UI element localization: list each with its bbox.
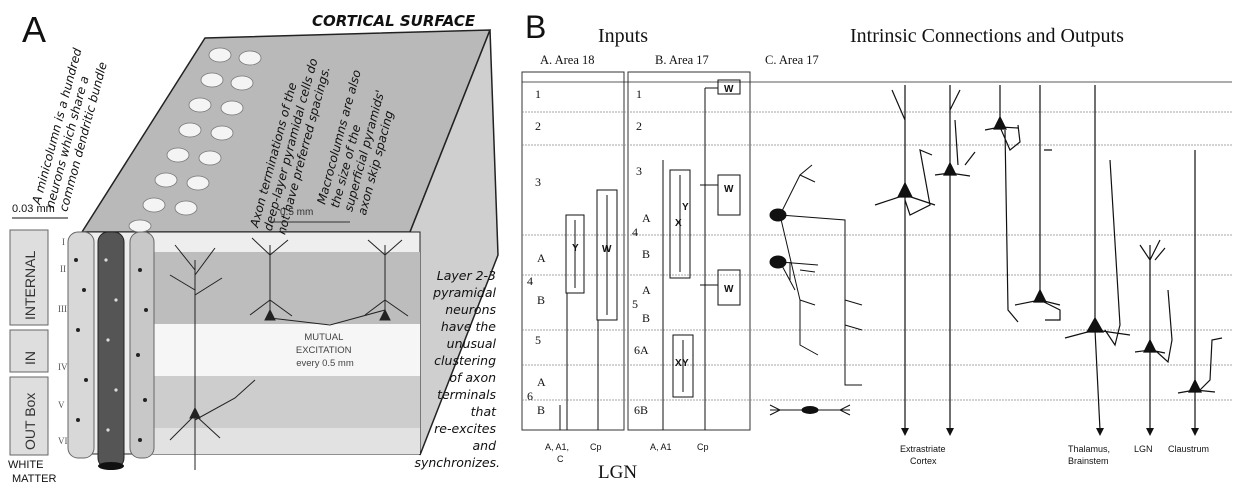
svg-text:B: B — [642, 247, 650, 261]
cylinder-center-dots — [104, 258, 118, 432]
col-c-header: C. Area 17 — [765, 53, 819, 67]
layer-box-in — [9, 329, 49, 373]
svg-text:W: W — [724, 184, 734, 195]
layer-group-internal: INTERNAL — [22, 251, 38, 320]
svg-text:3: 3 — [535, 175, 541, 189]
col-a-header: A. Area 18 — [540, 53, 595, 67]
output-labels: Extrastriate Cortex Thalamus, Brainstem … — [900, 444, 1209, 466]
scale-large-label: 0.5 mm — [280, 207, 313, 218]
area18-input-labels: A, A1, C Cp — [545, 442, 602, 464]
layer-band-4 — [150, 324, 420, 376]
svg-text:2: 2 — [535, 119, 541, 133]
svg-text:Cortex: Cortex — [910, 456, 937, 466]
svg-text:A: A — [642, 211, 651, 225]
svg-text:I: I — [62, 237, 65, 247]
panel-a: A A minicolumn is a hundred neurons whic… — [8, 9, 500, 485]
svg-text:C: C — [557, 454, 564, 464]
svg-text:V: V — [58, 400, 65, 410]
minicolumn-note: A minicolumn is a hundred neurons which … — [29, 43, 112, 214]
area17-layer-labels: 1 2 3 A 4 B A 5 B 6A 6B — [632, 87, 651, 417]
minicolumn-dots — [128, 47, 262, 233]
area18-layer-labels: 1 2 3 A 4 B 5 A 6 B — [527, 87, 546, 417]
svg-text:W: W — [602, 244, 612, 255]
layer-box-internal — [9, 229, 49, 326]
cylinder-cell-dots — [74, 258, 148, 442]
input-cell-arrows — [559, 87, 718, 430]
svg-text:5: 5 — [535, 333, 541, 347]
svg-text:5: 5 — [632, 297, 638, 311]
svg-text:W: W — [724, 284, 734, 295]
pyramidal-output-cells — [874, 85, 1223, 431]
svg-text:Brainstem: Brainstem — [1068, 456, 1109, 466]
svg-text:Cp: Cp — [697, 442, 709, 452]
svg-text:Claustrum: Claustrum — [1168, 444, 1209, 454]
panel-b-label: B — [525, 9, 546, 45]
col-b-header: B. Area 17 — [655, 53, 709, 67]
svg-text:B: B — [537, 293, 545, 307]
svg-text:2: 2 — [636, 119, 642, 133]
svg-text:Thalamus,: Thalamus, — [1068, 444, 1110, 454]
layer-band-2-3 — [150, 252, 420, 324]
scale-small-label: 0.03 mm — [12, 203, 55, 215]
svg-text:X: X — [675, 218, 682, 229]
svg-text:Extrastriate: Extrastriate — [900, 444, 946, 454]
svg-text:X: X — [675, 358, 682, 369]
panel-b: B Inputs Intrinsic Connections and Outpu… — [521, 9, 1232, 483]
svg-text:Y: Y — [682, 202, 689, 213]
input-cell-labels: Y W X Y W W X Y W — [572, 84, 734, 369]
pyramidal-neuron-mid — [249, 237, 386, 326]
layer-group-in: IN — [22, 351, 38, 365]
svg-text:W: W — [724, 84, 734, 95]
svg-text:B: B — [537, 403, 545, 417]
svg-text:Y: Y — [572, 243, 579, 254]
svg-text:A: A — [537, 251, 546, 265]
layer-numerals: I II III IV V VI — [58, 237, 68, 446]
minicolumn-cylinder-left — [67, 231, 95, 459]
minicolumn-cylinder-right — [129, 231, 155, 459]
cylinder-base — [98, 462, 124, 470]
area17-input-labels: A, A1 Cp — [650, 442, 709, 452]
panel-a-label: A — [22, 9, 46, 50]
svg-text:IV: IV — [58, 362, 68, 372]
svg-text:4: 4 — [527, 274, 533, 288]
svg-text:4: 4 — [632, 225, 638, 239]
output-arrows — [901, 428, 1199, 436]
svg-text:6A: 6A — [634, 343, 649, 357]
layer23-side-note: Layer 2-3 pyramidal neurons have the unu… — [414, 268, 500, 470]
input-cell-boxes — [565, 79, 741, 398]
svg-text:VI: VI — [58, 436, 68, 446]
inputs-title: Inputs — [598, 25, 648, 47]
svg-text:III: III — [58, 304, 67, 314]
svg-text:A: A — [642, 283, 651, 297]
mutual-excitation-label: MUTUAL EXCITATION every 0.5 mm — [296, 332, 354, 369]
svg-text:6: 6 — [527, 389, 533, 403]
layer-band-6 — [150, 428, 420, 454]
layer-group-out: OUT Box — [22, 393, 38, 450]
pyramidal-neuron-right — [364, 239, 409, 321]
svg-text:B: B — [642, 311, 650, 325]
svg-text:1: 1 — [636, 87, 642, 101]
svg-text:II: II — [60, 264, 66, 274]
svg-text:Cp: Cp — [590, 442, 602, 452]
layer-boundaries — [522, 81, 1232, 401]
svg-text:6B: 6B — [634, 403, 648, 417]
svg-text:A: A — [537, 375, 546, 389]
lgn-label: LGN — [598, 462, 637, 483]
layer-box-out — [9, 376, 49, 456]
minicolumn-cylinder-center — [97, 231, 125, 469]
pyramidal-neuron-deep — [169, 244, 256, 470]
intrinsic-stellate-cells — [769, 164, 863, 416]
svg-text:Y: Y — [682, 358, 689, 369]
intrinsic-title: Intrinsic Connections and Outputs — [850, 25, 1124, 47]
white-matter-label: WHITE MATTER — [8, 459, 56, 485]
svg-text:1: 1 — [535, 87, 541, 101]
svg-text:LGN: LGN — [1134, 444, 1153, 454]
svg-text:A, A1: A, A1 — [650, 442, 672, 452]
svg-text:3: 3 — [636, 164, 642, 178]
cortical-surface-label: CORTICAL SURFACE — [312, 12, 476, 30]
svg-text:A, A1,: A, A1, — [545, 442, 569, 452]
area17-inputs-frame — [627, 71, 751, 431]
area18-frame — [521, 71, 625, 431]
